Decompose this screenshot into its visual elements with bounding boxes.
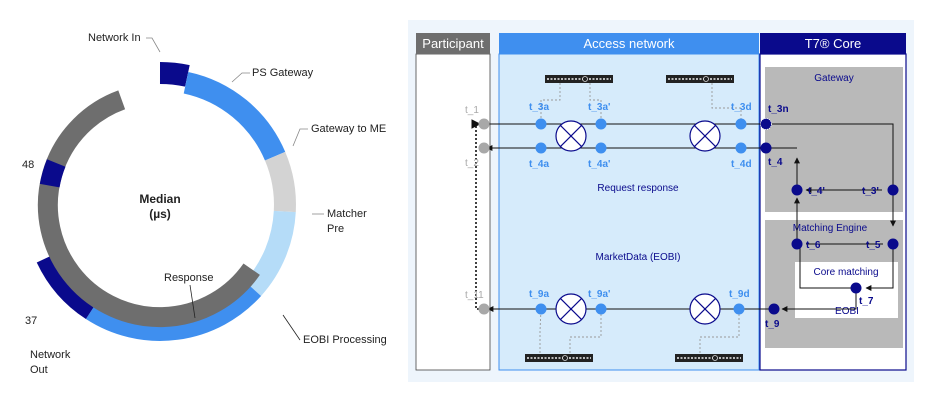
label-eobi-processing: EOBI Processing	[303, 334, 387, 346]
ts-t3d: t_3d	[731, 102, 752, 113]
segment-eobi-processing	[85, 281, 262, 341]
node-t4	[760, 142, 772, 154]
segment-response	[37, 90, 260, 328]
ts-t3-prime: t_3'	[862, 186, 879, 197]
label-network-in: Network In	[88, 32, 141, 44]
ts-t6: t_6	[806, 240, 821, 251]
network-diagram: Participant Access network T7® Core Gate…	[408, 20, 914, 382]
node-t3a	[535, 118, 547, 130]
ts-t2: t_2	[465, 158, 479, 169]
leader-eobi-processing	[282, 314, 301, 341]
switch-symbols	[555, 120, 721, 325]
segment-top-cap	[39, 159, 66, 188]
device-bar	[545, 75, 613, 83]
leader-response	[189, 284, 196, 319]
segment-matcher-pre	[244, 210, 296, 296]
device-bar	[666, 75, 734, 83]
device-bar	[675, 354, 743, 362]
label-network-out-line1: Network	[30, 349, 71, 361]
segment-ps-gateway	[183, 71, 286, 161]
node-t4a-prime	[595, 142, 607, 154]
segment-network-in	[159, 62, 190, 87]
node-t4d	[735, 142, 747, 154]
donut-center-title: Median	[139, 192, 180, 206]
label-response: Response	[164, 272, 214, 284]
ts-t4: t_4	[768, 157, 783, 168]
segment-gateway-to-me	[264, 151, 296, 213]
ts-t4a-prime: t_4a'	[588, 159, 610, 170]
node-t4a	[535, 142, 547, 154]
access-network-header-text: Access network	[583, 36, 675, 51]
node-t5	[887, 238, 899, 250]
donut-center-unit: (µs)	[149, 207, 171, 221]
label-top-value: 48	[22, 159, 34, 171]
timestamp-labels: t_1 t_2 t_11 t_3a t_3a' t_3d t_4a t_4a' …	[465, 102, 881, 330]
marketdata-label: MarketData (EOBI)	[595, 252, 680, 263]
ts-t4-prime: t_4'	[808, 186, 825, 197]
node-t3d	[735, 118, 747, 130]
leader-network-in	[146, 37, 161, 53]
gateway-panel-label: Gateway	[814, 73, 853, 84]
nodes	[478, 118, 899, 315]
ts-t3a: t_3a	[529, 102, 549, 113]
node-t4-prime	[791, 184, 803, 196]
node-t9	[768, 303, 780, 315]
donut-labels: Median (µs) 48 37 Network In PS Gateway …	[22, 32, 387, 376]
label-gateway-to-me: Gateway to ME	[311, 123, 386, 135]
eobi-label: EOBI	[835, 306, 859, 317]
node-t3n	[760, 118, 772, 130]
label-network-out-line2: Out	[30, 364, 48, 376]
node-t7	[850, 282, 862, 294]
switch-icon	[555, 120, 587, 152]
node-t9a	[535, 303, 547, 315]
core-header-text: T7® Core	[805, 36, 862, 51]
access-network-header	[499, 33, 759, 54]
tap-lines	[539, 83, 742, 353]
core-matching-label: Core matching	[813, 267, 878, 278]
participant-header-text: Participant	[422, 36, 484, 51]
switch-icon	[689, 120, 721, 152]
node-t6	[791, 238, 803, 250]
matching-engine-label: Matching Engine	[793, 223, 868, 234]
ts-t3a-prime: t_3a'	[588, 102, 610, 113]
core-header	[760, 33, 906, 54]
node-t2	[478, 142, 490, 154]
ts-t9: t_9	[765, 319, 780, 330]
node-t1	[478, 118, 490, 130]
ts-t4a: t_4a	[529, 159, 549, 170]
request-response-label: Request response	[597, 183, 679, 194]
ts-t4d: t_4d	[731, 159, 752, 170]
ts-t11: t_11	[465, 290, 484, 301]
label-matcher-pre-line2: Pre	[327, 223, 344, 235]
donut-chart	[36, 62, 296, 341]
switch-icon	[555, 293, 587, 325]
label-bottom-value: 37	[25, 315, 37, 327]
ts-t9d: t_9d	[729, 289, 750, 300]
node-t11	[478, 303, 490, 315]
node-t3-prime	[887, 184, 899, 196]
ts-t3n: t_3n	[768, 104, 789, 115]
label-ps-gateway: PS Gateway	[252, 67, 314, 79]
label-matcher-pre-line1: Matcher	[327, 208, 367, 220]
ts-t7: t_7	[859, 296, 874, 307]
participant-column	[415, 53, 491, 371]
segment-network-out	[36, 252, 99, 320]
ts-t1: t_1	[465, 105, 479, 116]
node-t3a-prime	[595, 118, 607, 130]
node-t9d	[733, 303, 745, 315]
device-bar	[525, 354, 593, 362]
leader-ps-gateway	[231, 72, 250, 83]
ts-t9a: t_9a	[529, 289, 549, 300]
device-bars	[525, 75, 743, 362]
participant-header	[416, 33, 490, 54]
switch-icon	[689, 293, 721, 325]
leader-gateway-to-me	[292, 128, 308, 147]
gateway-panel	[765, 67, 903, 212]
ts-t5: t_5	[866, 240, 881, 251]
ts-t9a-prime: t_9a'	[588, 289, 610, 300]
node-t9a-prime	[595, 303, 607, 315]
